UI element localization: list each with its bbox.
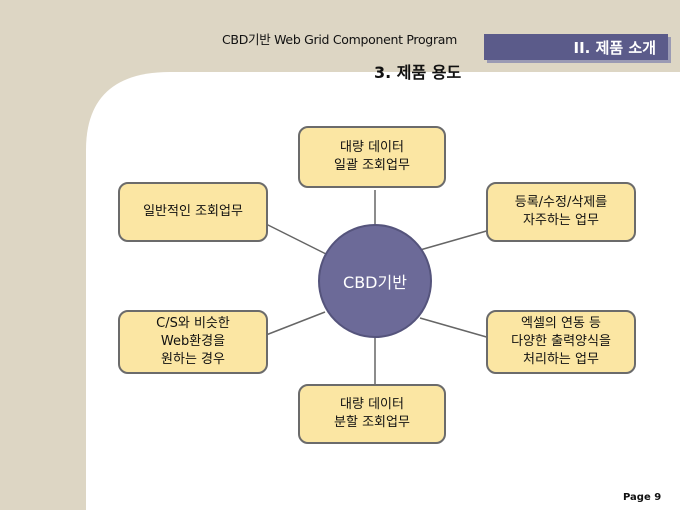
node-bottom: 대량 데이터 분할 조회업무 (298, 384, 446, 444)
node-bottom-left: C/S와 비슷한 Web환경을 원하는 경우 (118, 310, 268, 374)
section-banner: II. 제품 소개 (484, 34, 668, 60)
connector-bottom-left (265, 311, 326, 336)
section-title: II. 제품 소개 (573, 39, 656, 57)
connector-bottom-right (419, 317, 491, 339)
page-subtitle: 3. 제품 용도 (374, 63, 462, 82)
connector-top-right (419, 229, 491, 251)
page-number: Page 9 (623, 492, 662, 503)
node-bottom-right: 엑셀의 연동 등 다양한 출력양식을 처리하는 업무 (486, 310, 636, 374)
center-node: CBD기반 (318, 224, 432, 338)
node-top-left: 일반적인 조회업무 (118, 182, 268, 242)
node-top-right: 등록/수정/삭제를 자주하는 업무 (486, 182, 636, 242)
program-title: CBD기반 Web Grid Component Program (222, 32, 458, 47)
node-top: 대량 데이터 일괄 조회업무 (298, 126, 446, 188)
connector-top-left (265, 223, 327, 255)
